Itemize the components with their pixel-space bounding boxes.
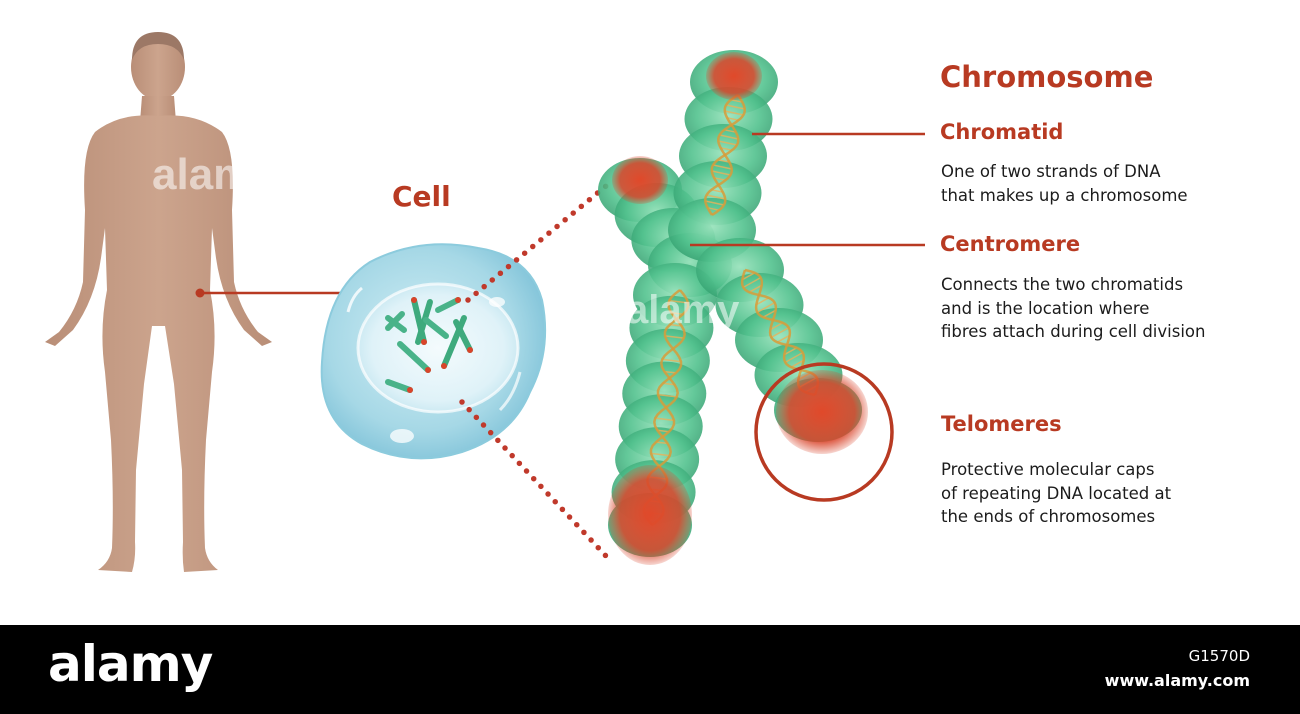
centromere-description: Connects the two chromatids and is the l… bbox=[941, 273, 1205, 344]
zoom-line-bottom bbox=[459, 399, 609, 559]
footer-url-link[interactable]: www.alamy.com bbox=[1104, 671, 1250, 690]
telomeres-heading: Telomeres bbox=[941, 412, 1062, 436]
dna-base-pair bbox=[662, 358, 682, 363]
telomeres-desc-line: Protective molecular caps bbox=[941, 460, 1155, 479]
dna-base-pair bbox=[671, 312, 684, 315]
dna-base-pair bbox=[762, 309, 777, 318]
chromatid-description: One of two strands of DNA that makes up … bbox=[941, 160, 1188, 207]
dna-base-pair bbox=[712, 164, 732, 170]
chromosome-illustration bbox=[598, 50, 868, 565]
dna-base-pair bbox=[719, 134, 739, 140]
centromere-desc-line: and is the location where bbox=[941, 298, 1150, 318]
dna-base-pair bbox=[707, 207, 720, 211]
dna-base-pair bbox=[711, 189, 724, 193]
chromatid-desc-line: that makes up a chromosome bbox=[941, 185, 1188, 205]
footer-brand-logo[interactable]: alamy bbox=[48, 635, 213, 693]
centromere-desc-line: Connects the two chromatids bbox=[941, 275, 1184, 294]
dna-base-pair bbox=[650, 452, 670, 457]
dna-base-pair bbox=[748, 284, 763, 293]
dna-base-pair bbox=[790, 359, 805, 368]
dna-helix-strand bbox=[744, 268, 820, 396]
chromatid-desc-line: One of two strands of DNA bbox=[941, 162, 1161, 181]
telomeres-desc-line: of repeating DNA located at bbox=[941, 483, 1172, 503]
chromatid-heading: Chromatid bbox=[940, 120, 1064, 144]
dna-base-pair bbox=[718, 140, 738, 146]
dna-base-pair bbox=[742, 276, 762, 289]
dna-helix-strand bbox=[704, 94, 746, 216]
cell-illustration bbox=[320, 243, 547, 460]
dna-base-pair bbox=[783, 347, 798, 356]
dna-base-pair bbox=[720, 147, 733, 151]
telomere-highlight-circle bbox=[754, 362, 894, 502]
dna-base-pair bbox=[705, 200, 725, 206]
dna-base-pair bbox=[724, 129, 737, 133]
dna-base-pair bbox=[657, 429, 670, 433]
dna-base-pair bbox=[655, 417, 675, 422]
centromere-heading: Centromere bbox=[940, 232, 1081, 256]
watermark-text: alamy bbox=[152, 150, 277, 199]
dna-base-pair bbox=[725, 104, 745, 110]
telomeres-desc-line: the ends of chromosomes bbox=[941, 507, 1156, 526]
dna-base-pair bbox=[669, 299, 689, 304]
dna-base-pair bbox=[655, 441, 668, 445]
dna-base-pair bbox=[756, 301, 776, 314]
dna-base-pair bbox=[724, 110, 744, 116]
dna-base-pair bbox=[776, 334, 791, 343]
dna-base-pair bbox=[741, 272, 756, 281]
dna-base-pair bbox=[770, 326, 790, 339]
dna-base-pair bbox=[713, 177, 726, 181]
chromosome-diagram bbox=[45, 32, 925, 572]
body-marker-dot bbox=[195, 288, 205, 298]
dna-base-pair bbox=[657, 393, 677, 398]
dna-base-pair bbox=[730, 99, 743, 103]
diagram-title: Chromosome bbox=[940, 60, 1154, 94]
telomeres-description: Protective molecular caps of repeating D… bbox=[941, 458, 1171, 529]
dna-base-pair bbox=[662, 382, 675, 386]
dna-base-pair bbox=[717, 159, 730, 163]
dna-base-pair bbox=[669, 323, 682, 327]
dna-base-pair bbox=[706, 194, 726, 200]
dna-base-pair bbox=[664, 370, 677, 374]
human-figure bbox=[45, 32, 272, 572]
footer-image-id: G1570D bbox=[1188, 647, 1250, 665]
dna-base-pair bbox=[784, 351, 804, 364]
dna-base-pair bbox=[664, 335, 684, 339]
dna-base-pair bbox=[755, 297, 770, 306]
dna-base-pair bbox=[769, 322, 784, 331]
footer-bar: alamy G1570D www.alamy.com bbox=[0, 625, 1300, 714]
zoom-line-top bbox=[465, 183, 609, 303]
dna-base-pair bbox=[711, 170, 731, 176]
dna-base-pair bbox=[726, 117, 739, 121]
centromere-desc-line: fibres attach during cell division bbox=[941, 322, 1206, 341]
watermark-text: alamy bbox=[626, 288, 740, 332]
cell-label: Cell bbox=[392, 180, 451, 213]
